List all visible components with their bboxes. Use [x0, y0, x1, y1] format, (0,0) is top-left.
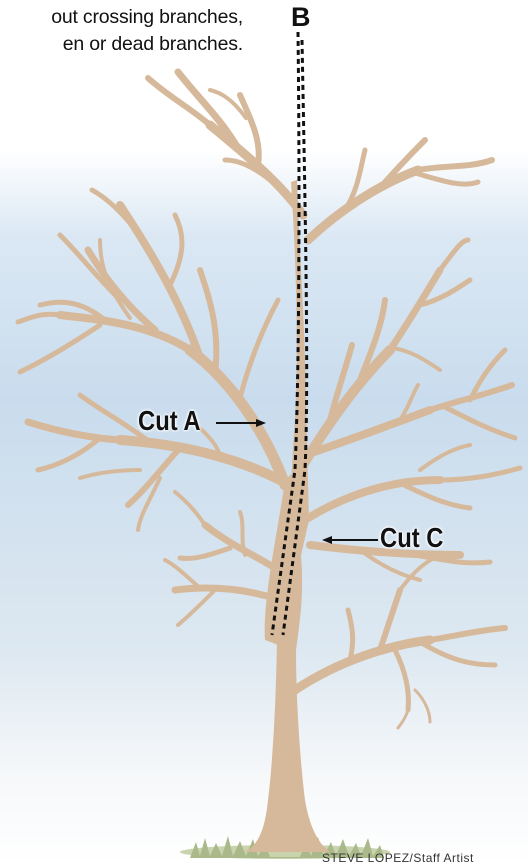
caption-line-2: en or dead branches.: [0, 31, 243, 58]
cut-c-label: Cut C: [380, 522, 443, 554]
caption-line-1: out crossing branches,: [0, 4, 243, 31]
caption-text: out crossing branches, en or dead branch…: [0, 4, 243, 58]
cut-b-label: B: [291, 2, 311, 33]
artist-credit: STEVE LOPEZ/Staff Artist: [322, 851, 474, 865]
cut-a-label: Cut A: [138, 405, 201, 437]
cut-c-arrow: [322, 536, 378, 544]
cut-a-arrow: [216, 419, 266, 427]
